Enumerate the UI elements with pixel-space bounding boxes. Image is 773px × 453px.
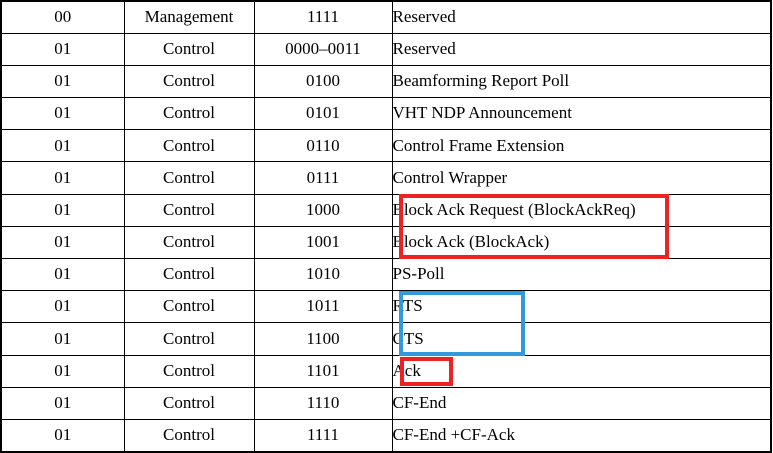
- cell-type: 01: [0, 354, 125, 388]
- cell-subtype-description: CF-End: [391, 386, 772, 420]
- cell-type-description: Control: [123, 354, 255, 388]
- cell-subtype-description: RTS: [391, 290, 772, 324]
- table-row: 01 Control 1001 Block Ack (BlockAck): [0, 225, 772, 260]
- cell-subtype-description: Control Wrapper: [391, 161, 772, 195]
- cell-subtype: 0101: [253, 97, 393, 131]
- table-row: 01 Control 0101 VHT NDP Announcement: [0, 97, 772, 131]
- cell-subtype: 0100: [253, 64, 393, 99]
- cell-type-description: Control: [123, 32, 255, 66]
- cell-type-description: Control: [123, 290, 255, 324]
- table-row: 01 Control 0111 Control Wrapper: [0, 161, 772, 195]
- table-row: 01 Control 1010 PS-Poll: [0, 257, 772, 292]
- cell-subtype: 1010: [253, 257, 393, 292]
- cell-type-description: Control: [123, 129, 255, 163]
- cell-subtype: 1011: [253, 290, 393, 324]
- cell-subtype-description: Ack: [391, 354, 772, 388]
- cell-subtype-description: Reserved: [391, 32, 772, 66]
- cell-subtype-description: VHT NDP Announcement: [391, 97, 772, 131]
- table-row: 01 Control 1110 CF-End: [0, 386, 772, 420]
- cell-type-description: Control: [123, 97, 255, 131]
- cell-type-description: Control: [123, 225, 255, 260]
- cell-type-description: Control: [123, 161, 255, 195]
- table-row: 01 Control 1101 Ack: [0, 354, 772, 388]
- cell-type: 01: [0, 32, 125, 66]
- table-row: 01 Control 1011 RTS: [0, 290, 772, 324]
- cell-type: 01: [0, 418, 125, 453]
- cell-subtype: 0110: [253, 129, 393, 163]
- cell-subtype: 0111: [253, 161, 393, 195]
- cell-type: 01: [0, 290, 125, 324]
- cell-subtype: 1111: [253, 418, 393, 453]
- cell-type-description: Management: [123, 0, 255, 34]
- cell-type: 01: [0, 129, 125, 163]
- cell-type: 01: [0, 225, 125, 260]
- cell-type-description: Control: [123, 322, 255, 356]
- cell-type: 01: [0, 161, 125, 195]
- cell-type: 01: [0, 97, 125, 131]
- cell-subtype-description: Control Frame Extension: [391, 129, 772, 163]
- cell-type-description: Control: [123, 193, 255, 227]
- cell-subtype: 1101: [253, 354, 393, 388]
- cell-type-description: Control: [123, 386, 255, 420]
- cell-subtype: 1000: [253, 193, 393, 227]
- cell-type-description: Control: [123, 257, 255, 292]
- cell-subtype: 1111: [253, 0, 393, 34]
- cell-subtype-description: CTS: [391, 322, 772, 356]
- cell-type: 01: [0, 64, 125, 99]
- cell-type: 01: [0, 386, 125, 420]
- cell-subtype: 1110: [253, 386, 393, 420]
- cell-subtype-description: Reserved: [391, 0, 772, 34]
- cell-type-description: Control: [123, 64, 255, 99]
- cell-subtype: 1100: [253, 322, 393, 356]
- table-row: 00 Management 1111 Reserved: [0, 0, 772, 34]
- table-row: 01 Control 1111 CF-End +CF-Ack: [0, 418, 772, 453]
- cell-type-description: Control: [123, 418, 255, 453]
- cell-subtype-description: Block Ack (BlockAck): [391, 225, 772, 260]
- cell-type: 01: [0, 257, 125, 292]
- table-row: 01 Control 0000–0011 Reserved: [0, 32, 772, 66]
- cell-subtype: 0000–0011: [253, 32, 393, 66]
- table-row: 01 Control 0110 Control Frame Extension: [0, 129, 772, 163]
- cell-type: 01: [0, 193, 125, 227]
- table-row: 01 Control 1100 CTS: [0, 322, 772, 356]
- cell-subtype-description: Block Ack Request (BlockAckReq): [391, 193, 772, 227]
- cell-subtype-description: CF-End +CF-Ack: [391, 418, 772, 453]
- cell-type: 00: [0, 0, 125, 34]
- table-row: 01 Control 1000 Block Ack Request (Block…: [0, 193, 772, 227]
- table-row: 01 Control 0100 Beamforming Report Poll: [0, 64, 772, 99]
- cell-subtype: 1001: [253, 225, 393, 260]
- cell-type: 01: [0, 322, 125, 356]
- cell-subtype-description: PS-Poll: [391, 257, 772, 292]
- cell-subtype-description: Beamforming Report Poll: [391, 64, 772, 99]
